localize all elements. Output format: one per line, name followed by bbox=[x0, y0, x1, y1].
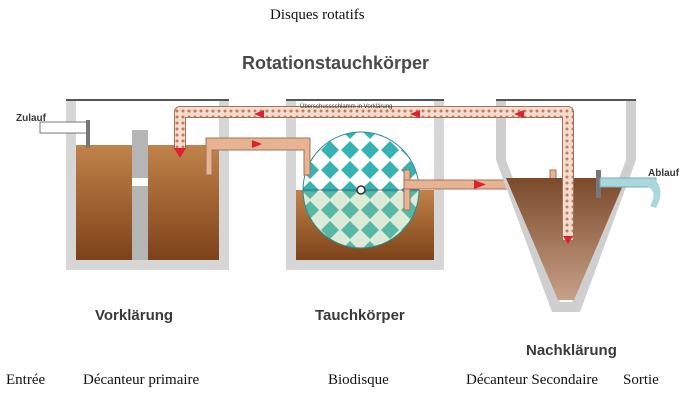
caption-biodisc: Biodisque bbox=[328, 372, 389, 388]
caption-exit: Sortie bbox=[623, 372, 659, 388]
caption-secondary: Décanteur Secondaire bbox=[466, 372, 599, 388]
secondary-label: Nachklärung bbox=[526, 342, 617, 359]
caption-primary: Décanteur primaire bbox=[83, 372, 200, 388]
inlet-label: Zulauf bbox=[16, 113, 46, 124]
biodisc-label: Tauchkörper bbox=[315, 307, 405, 324]
rotating-disc bbox=[302, 131, 420, 249]
disc-shaft bbox=[356, 185, 366, 195]
diagram-title: Rotationstauchkörper bbox=[242, 53, 430, 73]
caption-entry: Entrée bbox=[6, 372, 46, 388]
primary-label: Vorklärung bbox=[95, 307, 174, 324]
transfer-pipe-1 bbox=[205, 137, 311, 176]
primary-baffle bbox=[132, 130, 148, 260]
outlet-pipe bbox=[596, 170, 661, 208]
sludge-return-pipe bbox=[174, 106, 574, 244]
primary-clarifier-tank bbox=[66, 99, 229, 270]
inlet-pipe bbox=[39, 120, 90, 148]
caption-top: Disques rotatifs bbox=[270, 7, 365, 23]
outlet-label: Ablauf bbox=[648, 168, 680, 179]
sludge-return-label: Überschussschlamm in Vorklärung bbox=[300, 104, 393, 110]
